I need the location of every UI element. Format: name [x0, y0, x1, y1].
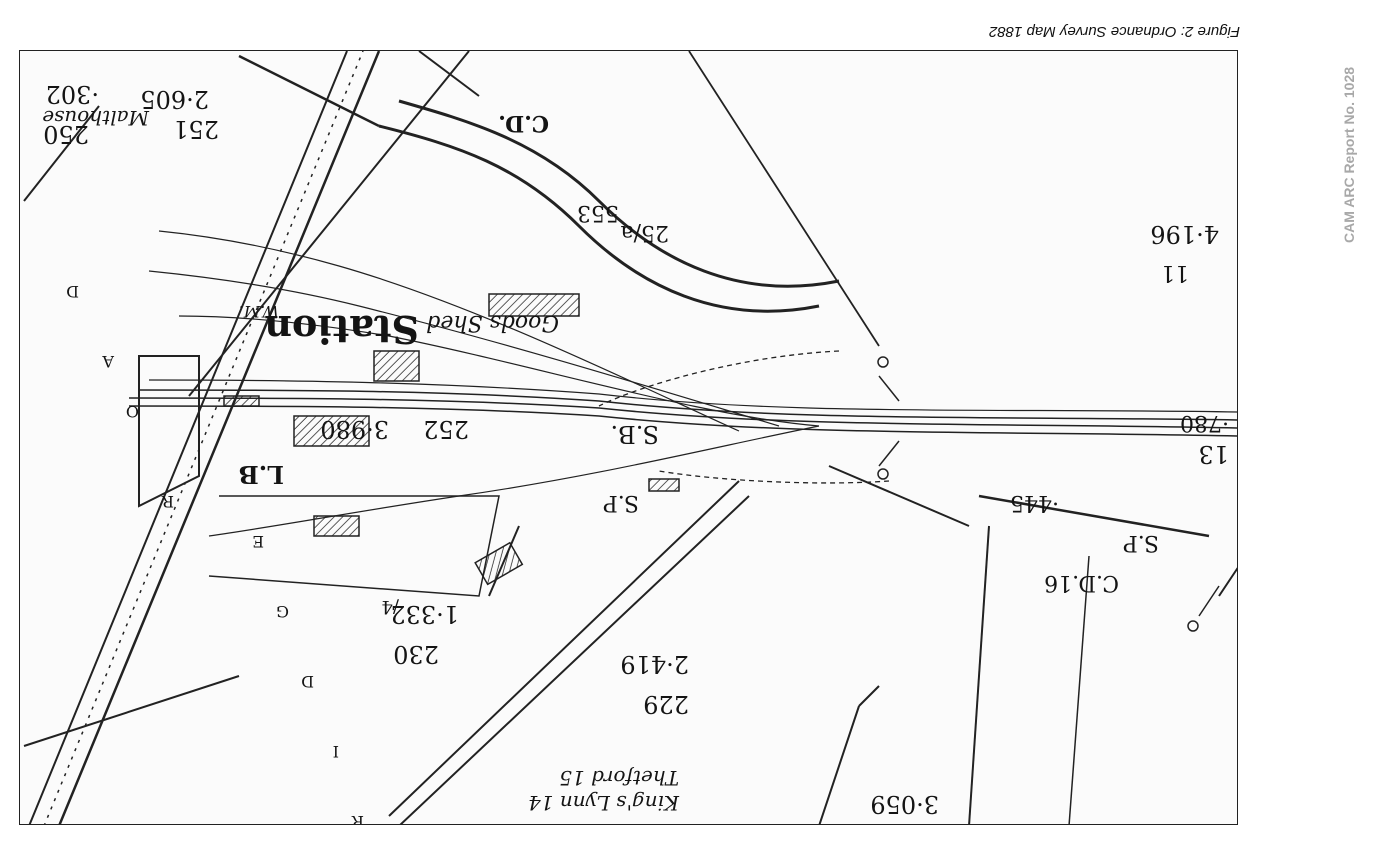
parcel-area: 3·059: [870, 790, 939, 818]
map-svg: Station Goods Shed W.M. L.B S.B. S.P S.P…: [23, 51, 1237, 825]
building: [223, 395, 260, 407]
building: [648, 478, 680, 492]
parcel-number: 251: [173, 115, 219, 143]
rail-track: [148, 379, 1237, 413]
map-labels: Station Goods Shed W.M. L.B S.B. S.P S.P…: [42, 80, 1229, 825]
field-boundary: [828, 465, 970, 527]
field-boundary: [388, 480, 740, 817]
road-letter: D: [66, 282, 79, 301]
malthouse-label: Malthouse: [42, 106, 150, 130]
ordnance-survey-map: Station Goods Shed W.M. L.B S.B. S.P S.P…: [19, 50, 1238, 825]
field-boundary: [23, 105, 100, 202]
sp-label: S.P: [1123, 530, 1159, 555]
rail-track: [138, 389, 1237, 421]
field-boundary: [188, 51, 470, 397]
parcel-area: ·780: [1180, 410, 1229, 435]
fence-dashed: [598, 350, 840, 407]
field-boundary: [238, 54, 380, 128]
station-label: Station: [264, 307, 419, 352]
road-edge: [28, 51, 348, 824]
cd16-label: C.D.16: [1044, 570, 1119, 595]
lb-label: L.B: [238, 460, 284, 489]
parcel-number: 230: [393, 640, 439, 668]
building: [488, 293, 580, 317]
plantation-boundary: [398, 99, 840, 288]
field-boundary: [1068, 555, 1090, 824]
siding: [148, 270, 780, 427]
fraction-label: /4: [381, 596, 399, 617]
building: [373, 350, 420, 382]
parcel-area: 2·419: [620, 650, 689, 678]
sp-label: S.P: [603, 490, 639, 515]
kings-lynn-label: King's Lynn 14: [528, 791, 680, 815]
road-letter: E: [252, 532, 264, 551]
road-letter: R: [351, 812, 364, 825]
building: [293, 415, 370, 447]
parcel-area: 2·605: [140, 85, 209, 113]
parcel-area: 3·980: [320, 415, 389, 443]
building: [313, 515, 360, 537]
parcel-area: 4·196: [1150, 220, 1219, 248]
sb-label: S.B.: [611, 420, 659, 448]
road-letter: O: [126, 402, 139, 421]
field-boundary: [858, 685, 880, 707]
report-number-label: CAM ARC Report No. 1028: [1341, 66, 1357, 244]
road-letter: R: [161, 492, 174, 511]
buildings: [223, 293, 680, 586]
cd-label: C.D.: [498, 110, 549, 136]
figure-caption: Figure 2: Ordnance Survey Map 1882: [989, 23, 1240, 40]
parcel-number: 11: [1161, 260, 1189, 285]
field-boundary: [688, 51, 880, 347]
field-boundary: [1218, 567, 1237, 597]
parcel-number: 553: [577, 200, 619, 225]
parcel-number: 229: [643, 690, 689, 718]
wm-label: W.M.: [239, 302, 279, 321]
plantation-boundary: [378, 124, 820, 313]
parcel-area: 25/a: [620, 220, 669, 245]
rail-track: [128, 405, 1237, 437]
signal-posts: [877, 356, 1220, 632]
parcel-area: ·445: [1010, 490, 1059, 515]
road-letter: D: [301, 672, 314, 691]
siding: [208, 425, 820, 537]
parcel-number: 250: [43, 120, 89, 148]
building: [474, 541, 524, 586]
rail-track: [128, 397, 1237, 429]
field-boundary: [23, 675, 240, 747]
siding: [178, 315, 820, 427]
road-letter: A: [102, 352, 115, 371]
field-boundary: [978, 494, 1210, 538]
fence-line: [418, 51, 480, 97]
road-letter: I: [333, 742, 339, 761]
goods-shed-label: Goods Shed: [426, 310, 559, 335]
road-letter: G: [276, 602, 289, 621]
parcel-area: ·302: [46, 80, 99, 108]
siding: [158, 230, 740, 432]
fence-dashed: [658, 470, 890, 484]
platform-outline: [138, 355, 200, 508]
parcel-area: 1·332: [390, 600, 459, 628]
parcel-number: 203: [893, 820, 939, 825]
field-boundary: [399, 495, 750, 824]
field-boundary: [968, 525, 990, 824]
station-yard-boundary: [208, 495, 500, 597]
thetford-label: Thetford 15: [559, 766, 679, 790]
field-boundary: [818, 705, 860, 824]
parcel-number: 252: [423, 415, 469, 443]
road-edge: [58, 51, 381, 824]
parcel-number: 13: [1198, 440, 1229, 468]
